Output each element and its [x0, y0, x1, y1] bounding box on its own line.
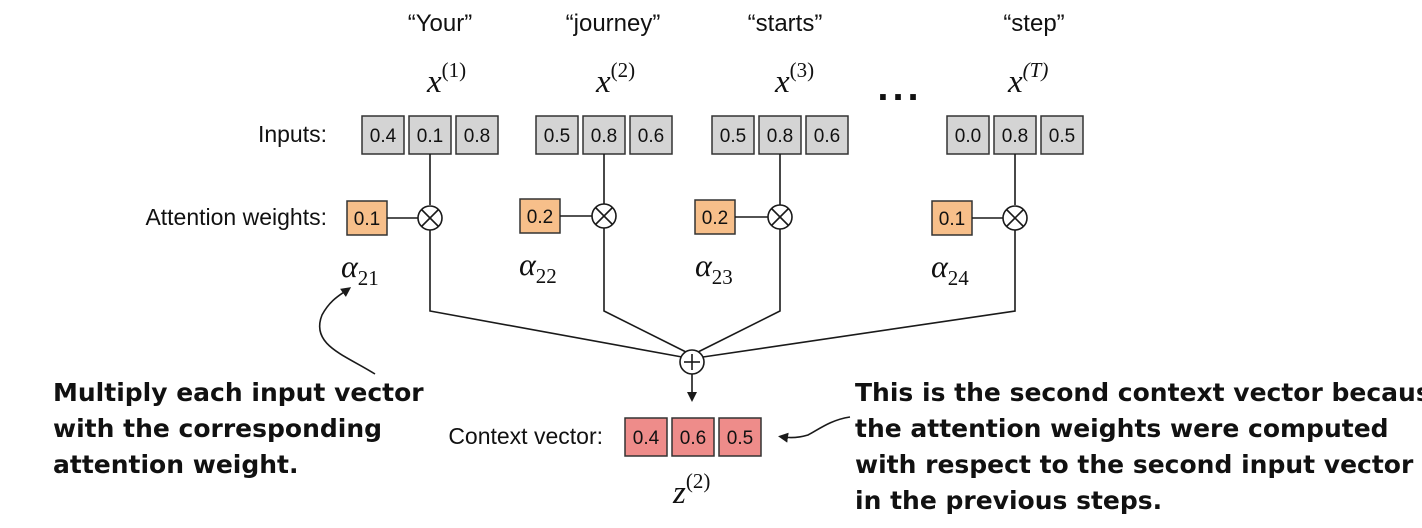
plus-icon	[679, 349, 705, 375]
context-value: 0.5	[727, 428, 753, 449]
connector-line	[429, 230, 683, 358]
input-cell	[629, 115, 673, 155]
token-word-1: “Your”	[408, 10, 472, 37]
input-cell	[993, 115, 1037, 155]
input-cell	[535, 115, 579, 155]
alpha-label-1: α21	[341, 248, 379, 290]
connector-line	[697, 229, 781, 353]
z-symbol: z(2)	[672, 469, 710, 511]
input-vector-3: 0.5 0.8 0.6	[711, 115, 849, 155]
multiply-icon	[767, 204, 793, 230]
right-note-line: in the previous steps.	[855, 486, 1162, 515]
input-value: 0.0	[955, 126, 981, 147]
input-value: 0.5	[720, 126, 746, 147]
context-value: 0.6	[680, 428, 706, 449]
context-cell	[624, 417, 668, 457]
input-value: 0.4	[370, 126, 397, 147]
token-word-4: “step”	[1003, 10, 1064, 37]
alpha-label-2: α22	[519, 246, 557, 288]
input-value: 0.1	[417, 126, 443, 147]
input-value: 0.8	[464, 126, 490, 147]
input-value: 0.5	[544, 126, 570, 147]
input-cell	[455, 115, 499, 155]
left-note: Multiply each input vector with the corr…	[53, 378, 432, 479]
alpha-label-4: α24	[931, 248, 969, 290]
x-symbol-1: x(1)	[426, 58, 466, 100]
connector-line	[603, 228, 687, 353]
x-symbol-4: x(T)	[1007, 58, 1048, 100]
context-cell	[718, 417, 762, 457]
input-value: 0.5	[1049, 126, 1075, 147]
alpha-label-3: α23	[695, 247, 733, 289]
input-cell	[805, 115, 849, 155]
input-cell	[946, 115, 990, 155]
context-cell	[671, 417, 715, 457]
input-cell	[711, 115, 755, 155]
attention-weights-label: Attention weights:	[145, 204, 327, 230]
connector-line	[702, 230, 1016, 358]
multiply-icon	[591, 203, 617, 229]
weight-value-1: 0.1	[354, 209, 380, 230]
x-symbol-2: x(2)	[595, 58, 635, 100]
input-cell	[361, 115, 405, 155]
callout-arrow-right	[778, 416, 851, 443]
input-value: 0.8	[591, 126, 617, 147]
input-vector-1: 0.4 0.1 0.8	[361, 115, 499, 155]
input-value: 0.6	[814, 126, 840, 147]
context-vector-label: Context vector:	[448, 423, 603, 449]
input-vector-4: 0.0 0.8 0.5	[946, 115, 1084, 155]
token-word-3: “starts”	[748, 10, 823, 37]
x-symbol-3: x(3)	[774, 58, 814, 100]
left-note-line: attention weight.	[53, 450, 298, 479]
weight-cell-4	[931, 200, 973, 236]
inputs-label: Inputs:	[258, 121, 327, 147]
right-note: This is the second context vector becaus…	[855, 378, 1422, 515]
input-value: 0.8	[1002, 126, 1028, 147]
weight-value-2: 0.2	[527, 207, 553, 228]
multiply-icon	[417, 205, 443, 231]
multiply-icon	[1002, 205, 1028, 231]
input-cell	[1040, 115, 1084, 155]
weight-value-4: 0.1	[939, 209, 965, 230]
input-value: 0.8	[767, 126, 793, 147]
right-note-line: with respect to the second input vector	[855, 450, 1414, 479]
ellipsis: ...	[877, 65, 922, 109]
right-note-line: the attention weights were computed	[855, 414, 1389, 443]
left-note-line: with the corresponding	[53, 414, 382, 443]
token-word-2: “journey”	[566, 10, 661, 37]
callout-arrow-left	[319, 287, 376, 375]
input-cell	[758, 115, 802, 155]
weight-cell-1	[346, 200, 388, 236]
context-value: 0.4	[633, 428, 660, 449]
input-vector-2: 0.5 0.8 0.6	[535, 115, 673, 155]
input-value: 0.6	[638, 126, 664, 147]
weight-value-3: 0.2	[702, 208, 728, 229]
right-note-line: This is the second context vector becaus…	[855, 378, 1422, 407]
left-note-line: Multiply each input vector	[53, 378, 424, 407]
context-vector: 0.4 0.6 0.5	[624, 417, 762, 457]
